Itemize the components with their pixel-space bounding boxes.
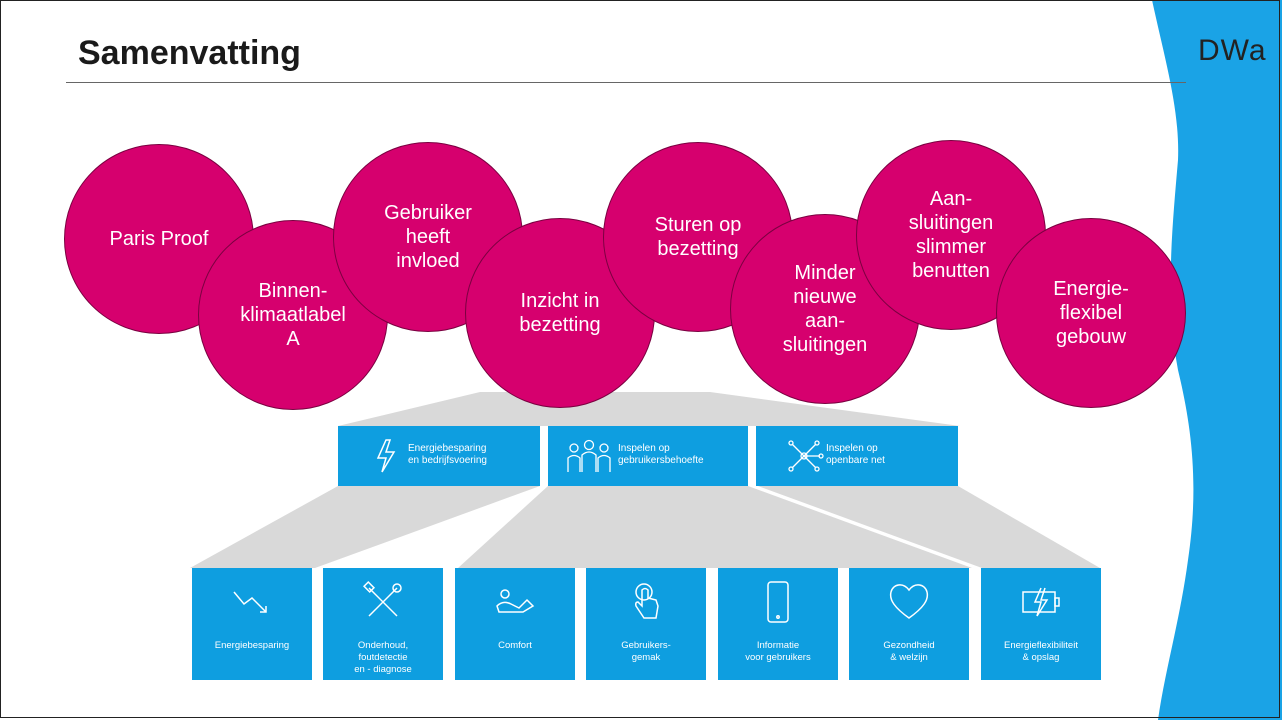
topic-informatie: Informatie voor gebruikers bbox=[718, 568, 838, 680]
topic-gezondheid: Gezondheid & welzijn bbox=[849, 568, 969, 680]
slide-title: Samenvatting bbox=[78, 34, 301, 72]
topic-label: Onderhoud, foutdetectie en - diagnose bbox=[354, 640, 412, 675]
topic-label: Gezondheid & welzijn bbox=[883, 640, 935, 663]
trend-down-icon bbox=[233, 591, 267, 613]
topic-gebruikersgemak: Gebruikers- gemak bbox=[586, 568, 706, 680]
circle-energieflexibel-gebouw: Energie- flexibel gebouw bbox=[996, 218, 1186, 408]
category-openbare-net: Inspelen op openbare net bbox=[756, 426, 958, 486]
smartphone-icon bbox=[767, 581, 789, 623]
category-energiebesparing: Energiebesparing en bedrijfsvoering bbox=[338, 426, 540, 486]
category-label: Inspelen op openbare net bbox=[826, 443, 885, 466]
heart-icon bbox=[889, 584, 929, 619]
touch-hand-icon bbox=[635, 583, 659, 619]
reclining-person-icon bbox=[496, 589, 535, 613]
topic-label: Energieflexibiliteit & opslag bbox=[1004, 640, 1078, 663]
battery-charge-icon bbox=[1022, 587, 1060, 617]
topic-energieflexibiliteit: Energieflexibiliteit & opslag bbox=[981, 568, 1101, 680]
category-gebruikersbehoefte: Inspelen op gebruikersbehoefte bbox=[548, 426, 748, 486]
topic-label: Gebruikers- gemak bbox=[621, 640, 671, 663]
company-logo: DWa bbox=[1198, 34, 1267, 67]
topic-label: Comfort bbox=[498, 640, 532, 651]
tools-icon bbox=[362, 580, 402, 617]
topic-label: Informatie voor gebruikers bbox=[745, 640, 811, 663]
lightning-icon bbox=[376, 439, 396, 473]
people-icon bbox=[567, 439, 611, 472]
network-icon bbox=[788, 440, 824, 472]
title-divider bbox=[66, 82, 1186, 83]
category-label: Energiebesparing en bedrijfsvoering bbox=[408, 443, 487, 466]
topic-energiebesparing: Energiebesparing bbox=[192, 568, 312, 680]
topic-comfort: Comfort bbox=[455, 568, 575, 680]
topic-label: Energiebesparing bbox=[214, 640, 290, 651]
category-label: Inspelen op gebruikersbehoefte bbox=[618, 443, 704, 466]
topic-onderhoud: Onderhoud, foutdetectie en - diagnose bbox=[323, 568, 443, 680]
